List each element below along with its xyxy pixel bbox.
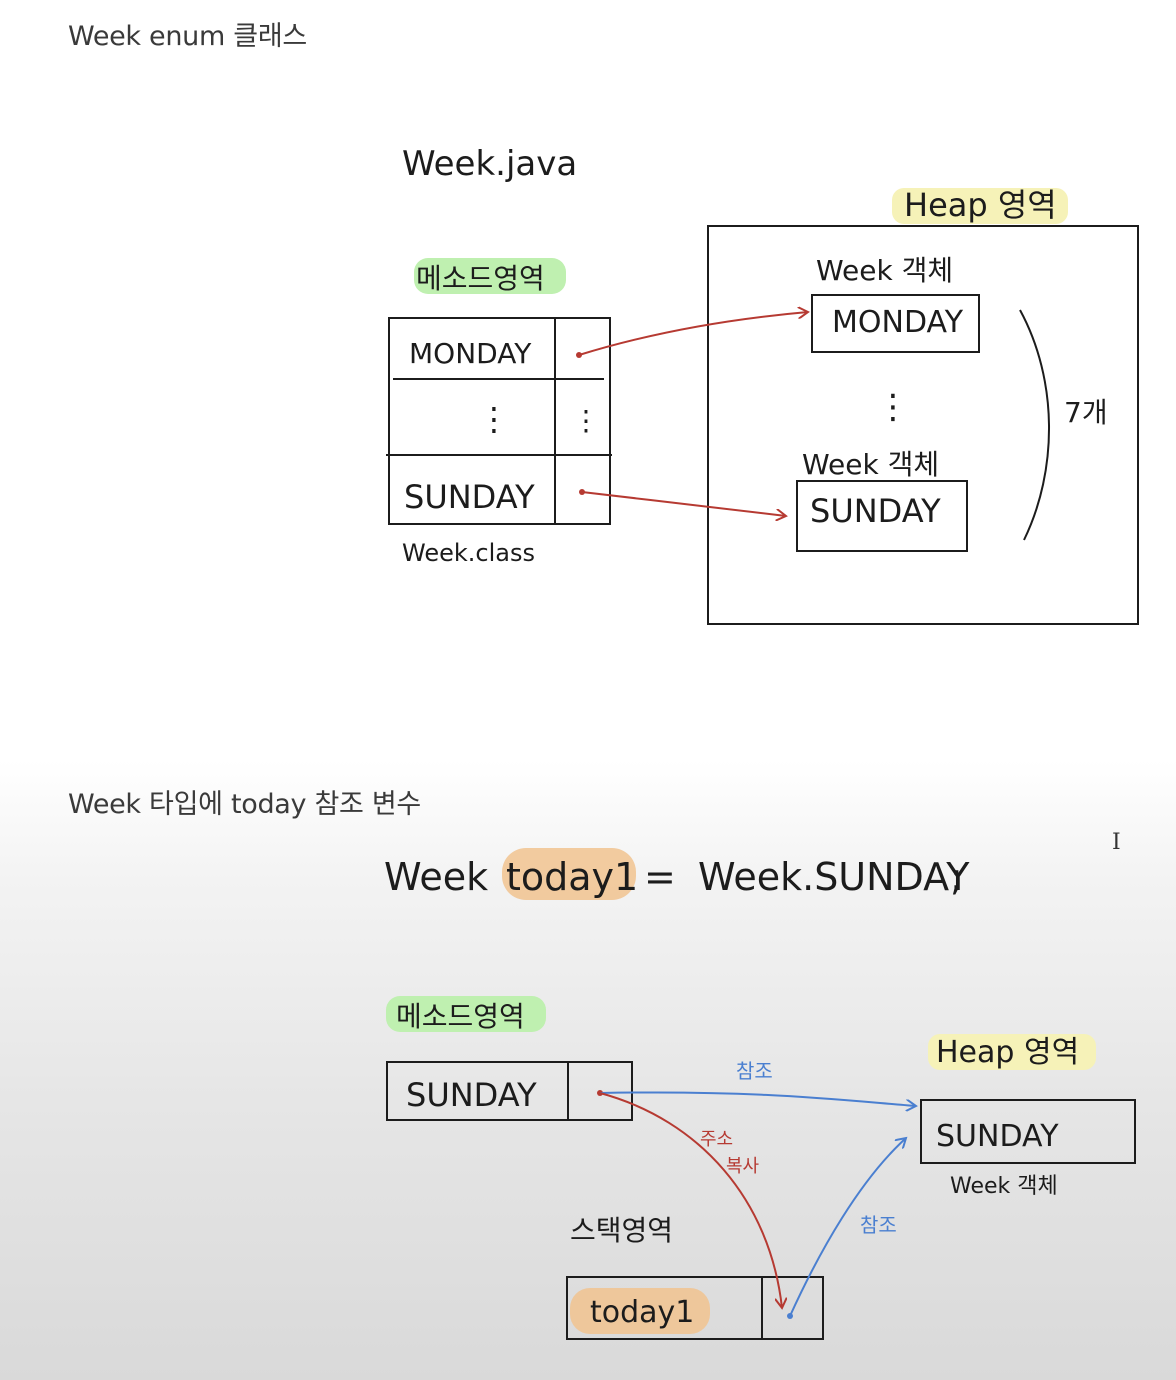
- code-var: today1: [506, 855, 638, 899]
- code-assign: =: [644, 855, 676, 899]
- heap-cell-caption: Week 객체: [950, 1174, 1058, 1199]
- week-class-caption: Week.class: [402, 539, 535, 567]
- section-heading-enum-class: Week enum 클래스: [68, 21, 307, 52]
- class-row-monday: MONDAY: [409, 337, 532, 370]
- code-type: Week: [384, 855, 488, 899]
- arrow-ref-bottom: [789, 1138, 906, 1317]
- week-class-table: [386, 317, 612, 525]
- object-ellipsis: ⋮: [876, 387, 910, 427]
- code-value: Week.SUNDAY: [698, 855, 970, 899]
- class-row-ellipsis: ⋮: [478, 400, 510, 438]
- stack-cell-box: [566, 1276, 824, 1340]
- green-highlight-2: [386, 996, 546, 1032]
- copy-label-2: 복사: [726, 1156, 760, 1177]
- code-end: ;: [950, 855, 963, 899]
- orange-highlight-today: [502, 848, 636, 900]
- object-label-top: Week 객체: [816, 254, 953, 287]
- yellow-highlight: [892, 188, 1068, 224]
- heap-area-label: Heap 영역: [904, 186, 1057, 224]
- text-cursor-icon: I: [1112, 830, 1121, 855]
- object-value-monday: MONDAY: [832, 305, 964, 340]
- object-box-monday: [811, 294, 980, 353]
- green-highlight: [414, 258, 566, 294]
- stack-cell-today: today1: [590, 1295, 694, 1330]
- copy-label-1: 주소: [700, 1129, 733, 1150]
- object-value-sunday: SUNDAY: [810, 492, 941, 530]
- heap-area-box: [707, 225, 1139, 625]
- ref-label-bottom: 참조: [860, 1213, 897, 1237]
- class-row-sunday: SUNDAY: [404, 478, 535, 516]
- heap-cell-sunday: SUNDAY: [936, 1119, 1059, 1154]
- method-cell-sunday: SUNDAY: [406, 1076, 537, 1114]
- orange-highlight-stack: [570, 1288, 710, 1334]
- section-heading-today-ref: Week 타입에 today 참조 변수: [68, 789, 421, 820]
- group-bracket: [1019, 309, 1050, 541]
- arrow-ref-top: [599, 1091, 916, 1106]
- heap-area-label-2: Heap 영역: [936, 1035, 1079, 1070]
- heap-cell-box: [920, 1099, 1136, 1164]
- week-java-label: Week.java: [402, 144, 577, 184]
- method-area-label-2: 메소드영역: [396, 1000, 525, 1033]
- arrow-sunday-ref: [581, 491, 786, 516]
- count-label: 7개: [1064, 396, 1108, 429]
- ref-label-top: 참조: [736, 1059, 773, 1083]
- object-box-sunday: [796, 480, 968, 552]
- arrow-address-copy: [599, 1092, 782, 1308]
- method-area-label: 메소드영역: [416, 262, 545, 295]
- method-cell-box: [386, 1061, 633, 1121]
- stack-area-label: 스택영역: [570, 1214, 673, 1247]
- arrow-monday-ref: [578, 312, 808, 356]
- object-label-bottom: Week 객체: [802, 448, 939, 481]
- class-ref-ellipsis: ⋮: [572, 404, 600, 437]
- yellow-highlight-2: [928, 1034, 1096, 1070]
